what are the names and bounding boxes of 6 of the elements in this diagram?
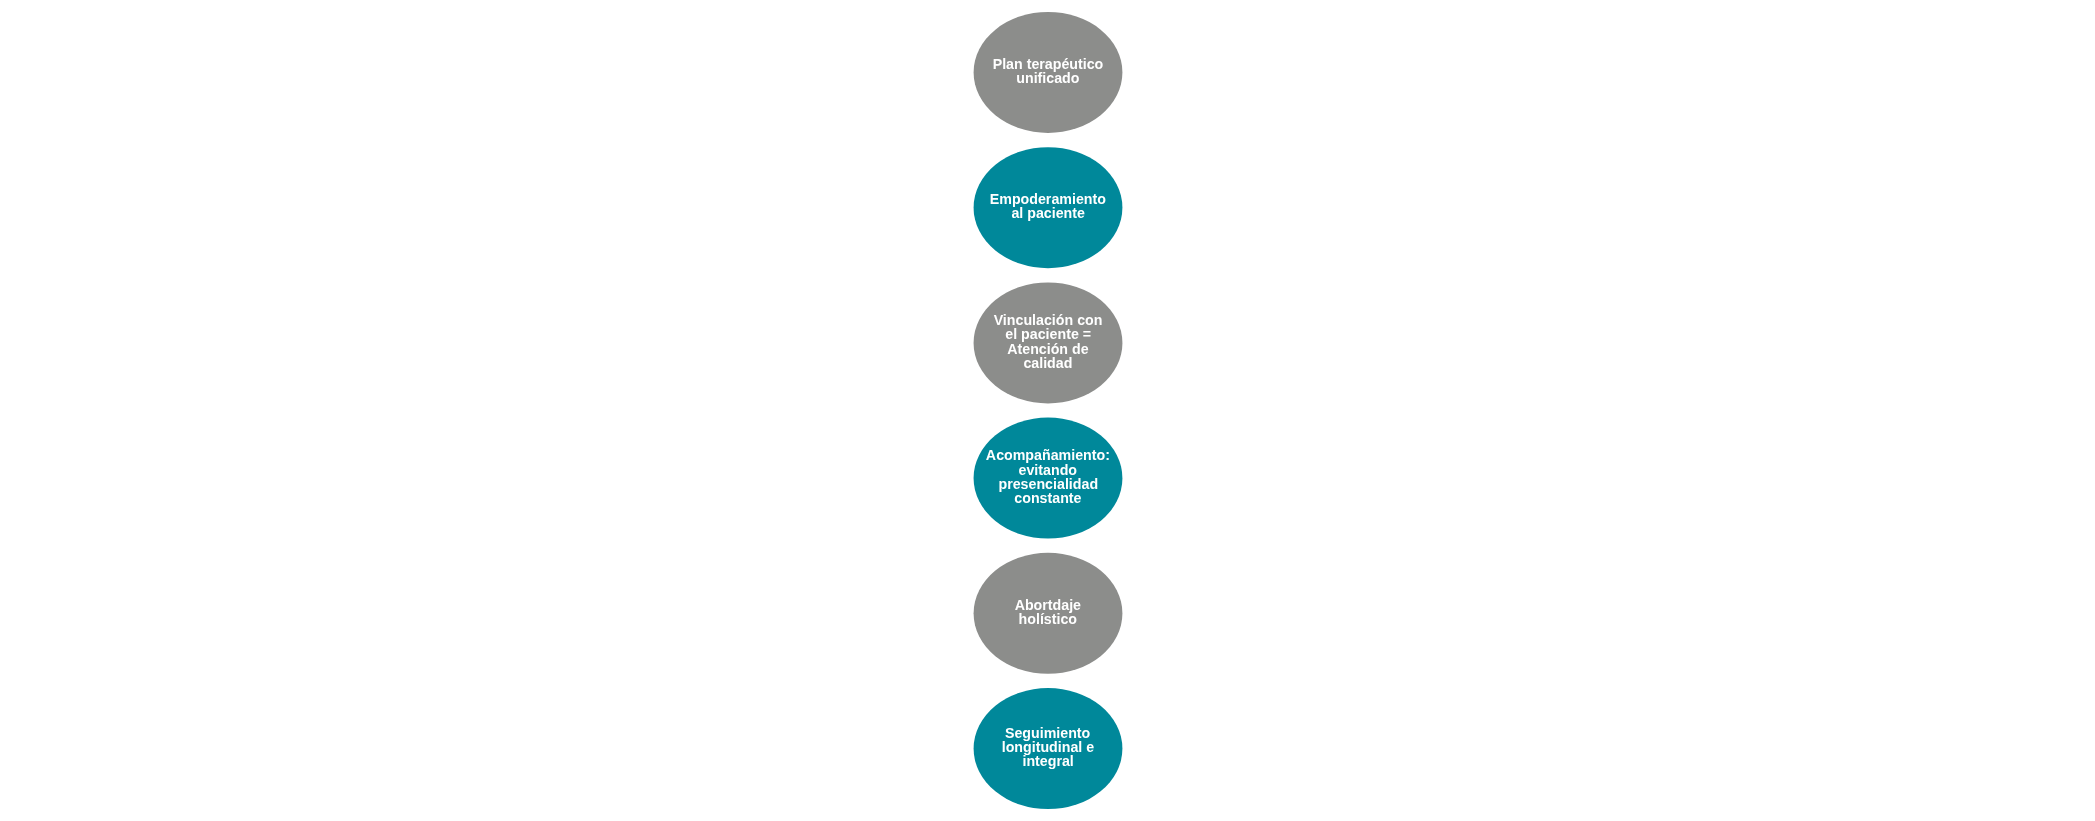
node-ellipse: Vinculación con el paciente = Atención de calidad [973, 282, 1122, 404]
node-ellipse: Abortdaje holístico [973, 552, 1122, 674]
node-ellipse: Acompañamiento: evitando presencialidad constante [973, 417, 1122, 539]
node-ellipse: Empoderamiento al paciente [973, 147, 1122, 269]
node-ellipse: Seguimiento longitudinal e integral [973, 688, 1122, 810]
node-ellipse: Plan terapéutico unificado [973, 11, 1122, 133]
